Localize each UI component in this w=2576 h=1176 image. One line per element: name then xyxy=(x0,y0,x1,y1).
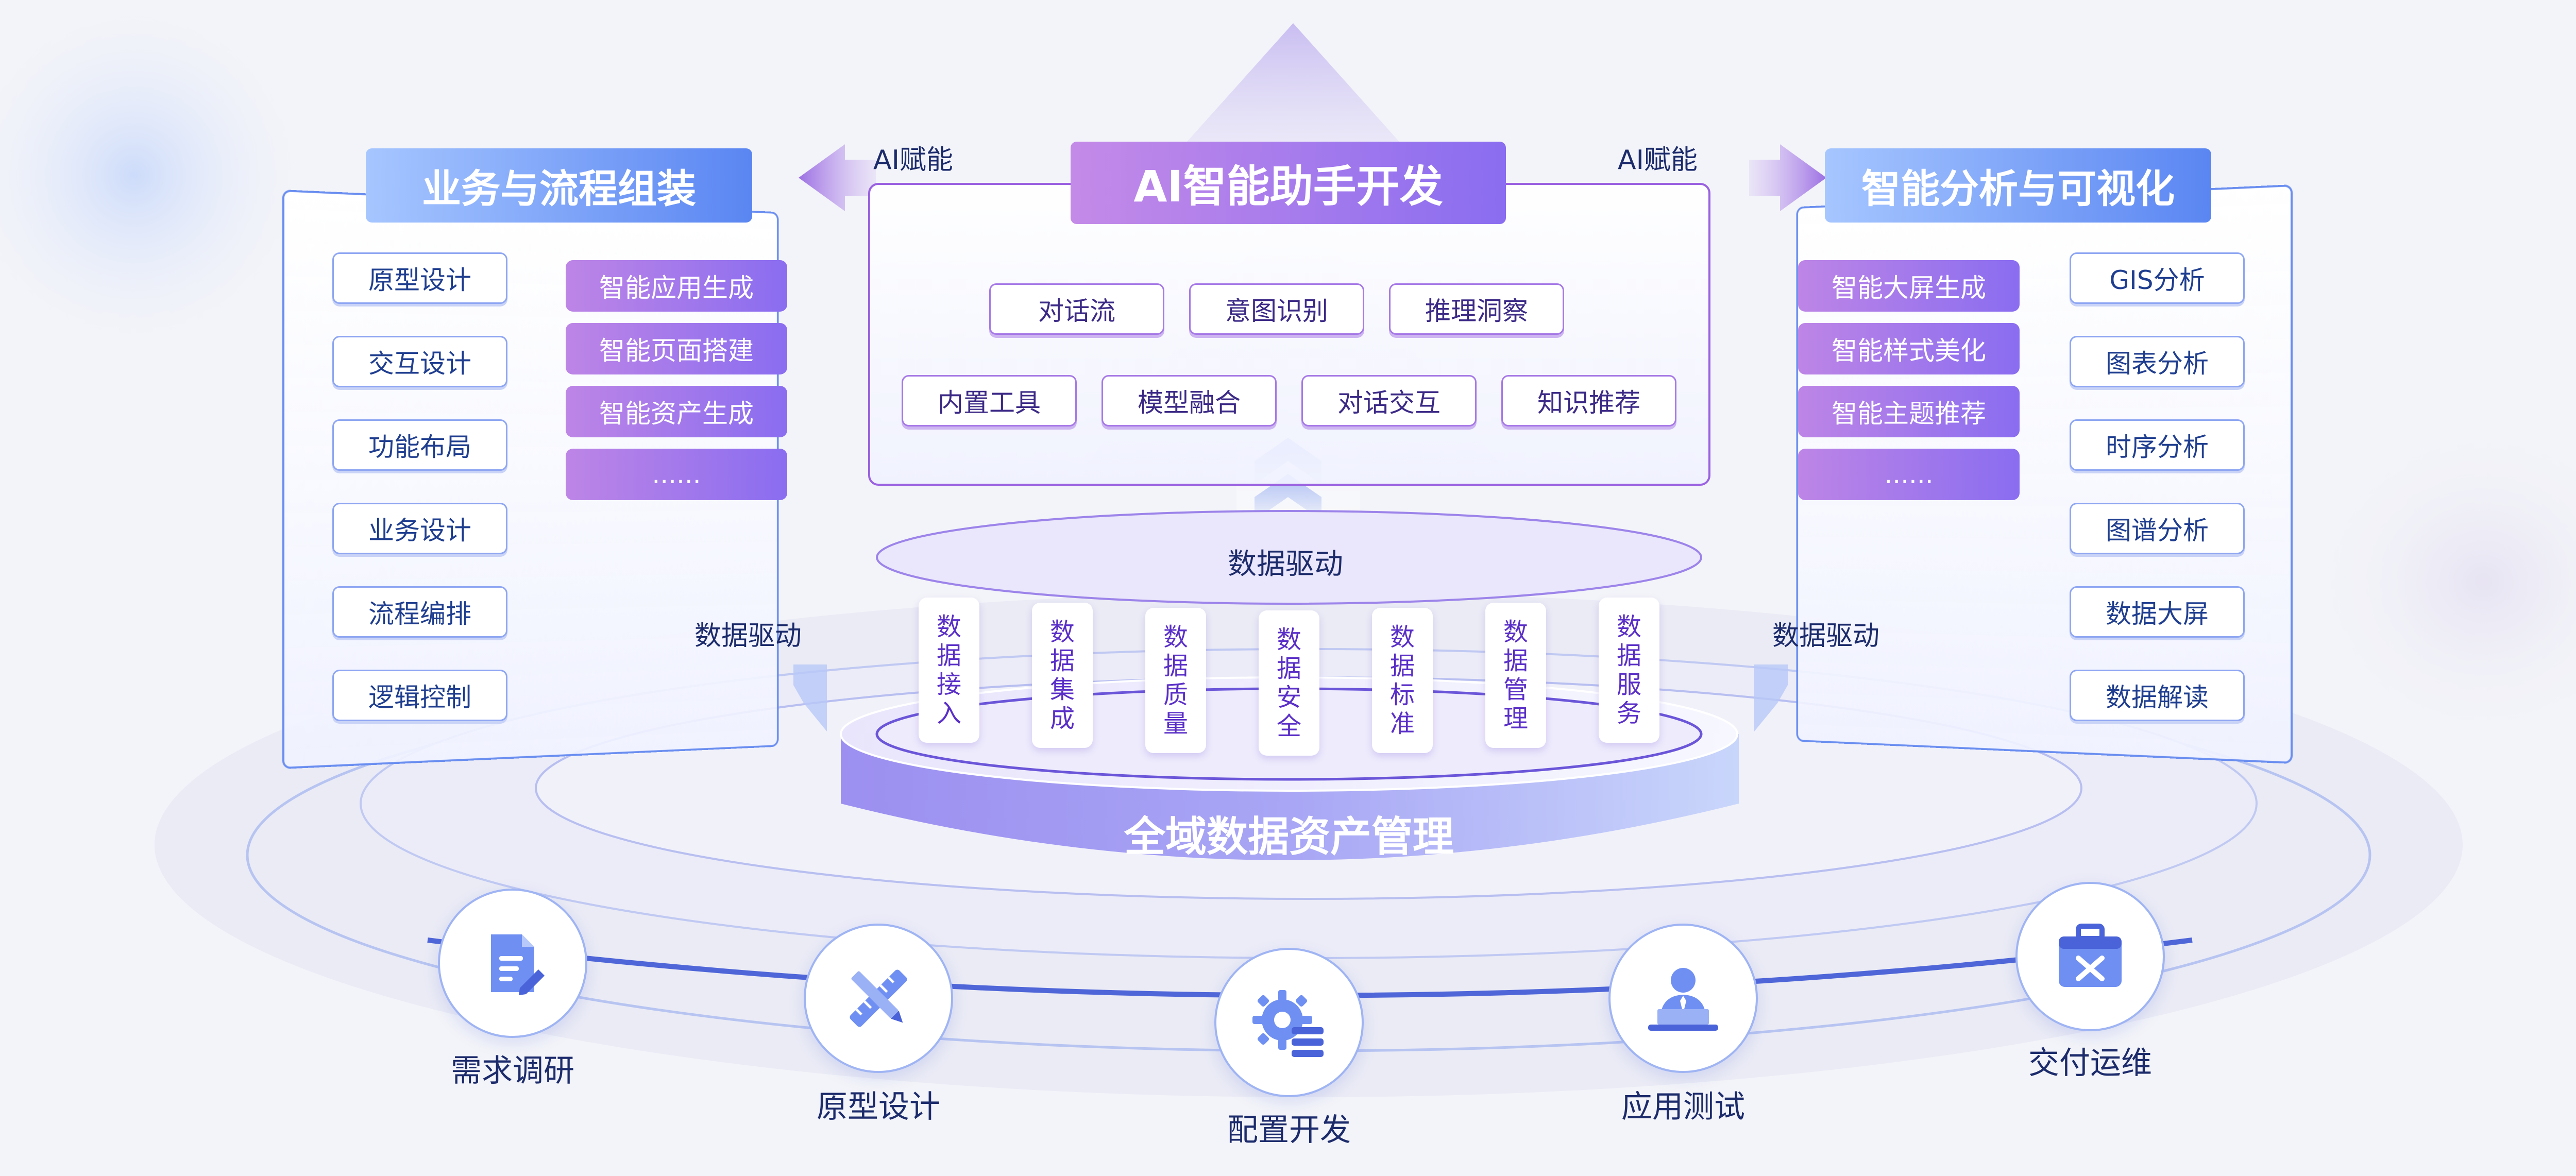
pillar-data-security: 数据安全 xyxy=(1259,610,1319,756)
design-item-logic[interactable]: 逻辑控制 xyxy=(332,670,507,721)
stage-requirements[interactable] xyxy=(438,889,587,1038)
design-item-interaction[interactable]: 交互设计 xyxy=(332,336,507,387)
platform-data-driven-label: 数据驱动 xyxy=(1228,541,1343,583)
ai-chip-dialog-flow[interactable]: 对话流 xyxy=(989,283,1164,335)
analysis-item-timeseries[interactable]: 时序分析 xyxy=(2070,419,2245,471)
stage-config-dev-label: 配置开发 xyxy=(1186,1105,1392,1150)
smart-theme-recommend[interactable]: 智能主题推荐 xyxy=(1798,386,2020,437)
user-laptop-icon xyxy=(1642,960,1724,1037)
stage-app-testing[interactable] xyxy=(1608,924,1758,1073)
smart-more-right[interactable]: ...... xyxy=(1798,449,2020,500)
left-data-driven-label: 数据驱动 xyxy=(694,614,802,653)
stage-requirements-label: 需求调研 xyxy=(410,1046,616,1090)
pillar-data-quality: 数据质量 xyxy=(1145,608,1206,753)
ai-enable-label-right: AI赋能 xyxy=(1618,138,1698,177)
ai-chip-reasoning[interactable]: 推理洞察 xyxy=(1389,283,1564,335)
ai-chip-intent[interactable]: 意图识别 xyxy=(1189,283,1364,335)
pillar-data-management: 数据管理 xyxy=(1485,603,1546,748)
analysis-item-interpretation[interactable]: 数据解读 xyxy=(2070,670,2245,721)
stage-prototype-label: 原型设计 xyxy=(775,1082,981,1127)
smart-more-left[interactable]: ...... xyxy=(566,449,787,500)
ai-assistant-title: AI智能助手开发 xyxy=(1071,142,1506,224)
stage-app-testing-label: 应用测试 xyxy=(1580,1082,1786,1127)
ai-chip-model-fusion[interactable]: 模型融合 xyxy=(1101,375,1277,427)
ai-chip-builtin-tools[interactable]: 内置工具 xyxy=(902,375,1077,427)
ai-chip-dialog-interaction[interactable]: 对话交互 xyxy=(1301,375,1477,427)
smart-page-building[interactable]: 智能页面搭建 xyxy=(566,323,787,374)
design-item-layout[interactable]: 功能布局 xyxy=(332,419,507,471)
design-item-workflow[interactable]: 流程编排 xyxy=(332,586,507,638)
smart-style-beautify[interactable]: 智能样式美化 xyxy=(1798,323,2020,374)
analysis-item-gis[interactable]: GIS分析 xyxy=(2070,252,2245,304)
analysis-item-chart[interactable]: 图表分析 xyxy=(2070,336,2245,387)
design-item-prototype[interactable]: 原型设计 xyxy=(332,252,507,304)
business-process-title: 业务与流程组装 xyxy=(366,148,752,223)
analysis-visualization-title: 智能分析与可视化 xyxy=(1825,148,2211,223)
pillar-data-service: 数据服务 xyxy=(1599,598,1659,743)
ai-chip-knowledge[interactable]: 知识推荐 xyxy=(1501,375,1676,427)
smart-app-generation[interactable]: 智能应用生成 xyxy=(566,260,787,312)
stage-delivery-ops-label: 交付运维 xyxy=(1987,1038,2193,1083)
pillar-data-integration: 数据集成 xyxy=(1032,603,1093,748)
toolbox-icon xyxy=(2052,918,2129,995)
stage-delivery-ops[interactable] xyxy=(2015,882,2165,1031)
stage-prototype[interactable] xyxy=(804,924,953,1073)
pillar-data-access: 数据接入 xyxy=(919,598,979,743)
design-item-business[interactable]: 业务设计 xyxy=(332,503,507,554)
document-edit-icon xyxy=(477,927,549,999)
smart-screen-generation[interactable]: 智能大屏生成 xyxy=(1798,260,2020,312)
ruler-pencil-icon xyxy=(840,960,917,1037)
stage-config-dev[interactable] xyxy=(1214,948,1364,1097)
pillar-data-standard: 数据标准 xyxy=(1372,608,1433,753)
analysis-item-dashboard[interactable]: 数据大屏 xyxy=(2070,586,2245,638)
smart-asset-generation[interactable]: 智能资产生成 xyxy=(566,386,787,437)
analysis-item-graph[interactable]: 图谱分析 xyxy=(2070,503,2245,554)
gear-list-icon xyxy=(1250,984,1328,1061)
ai-enable-label-left: AI赋能 xyxy=(873,138,953,177)
platform-title: 全域数据资产管理 xyxy=(1083,804,1495,863)
right-data-driven-label: 数据驱动 xyxy=(1772,614,1879,653)
